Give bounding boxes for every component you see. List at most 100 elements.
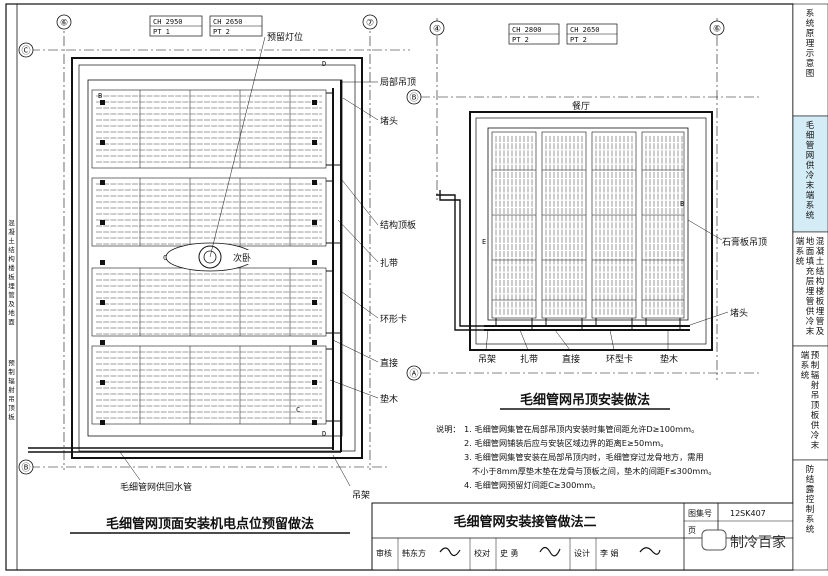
dim-label: D bbox=[322, 430, 326, 438]
leader-line bbox=[342, 97, 379, 121]
grid-bubble bbox=[18, 459, 34, 475]
side-tab-char: 凝 bbox=[816, 246, 825, 257]
side-tab-char: 制 bbox=[806, 504, 815, 515]
grid-label: ④ bbox=[433, 25, 441, 35]
left-tab-char: 板 bbox=[8, 412, 15, 421]
side-tab-char: 辐 bbox=[811, 370, 820, 381]
side-tab-char: 板 bbox=[811, 410, 820, 421]
side-tab-char: 统 bbox=[806, 18, 815, 29]
pad-marker bbox=[312, 140, 317, 145]
right-plan-title: 毛细管网吊顶安装做法 bbox=[520, 392, 650, 408]
side-tab-char: 图 bbox=[806, 69, 815, 79]
svg-text:PT 2: PT 2 bbox=[570, 36, 587, 44]
pad-marker bbox=[100, 300, 105, 305]
left-tab-char: 凝 bbox=[8, 227, 15, 236]
left-tab-char: 构 bbox=[8, 254, 15, 263]
bottom-label: 垫木 bbox=[660, 353, 678, 365]
side-tab bbox=[792, 115, 828, 233]
side-tab-char: 系 bbox=[796, 246, 805, 257]
pad-marker bbox=[100, 340, 105, 345]
design-label: 设计 bbox=[574, 548, 590, 558]
side-tab-char: 系 bbox=[806, 200, 815, 211]
grid-label: Ⓑ bbox=[21, 463, 30, 474]
pad-marker bbox=[100, 260, 105, 265]
dim-label: C bbox=[296, 406, 300, 414]
capillary-mat bbox=[91, 345, 327, 425]
left-tab-char: 预 bbox=[8, 358, 15, 367]
left-plan: ⑥ ⑦ Ⓒ Ⓑ 次卧 预留灯位 毛细管网供回水管 局部吊顶 bbox=[18, 14, 416, 534]
side-tab-char: 埋 bbox=[816, 306, 825, 317]
review-label: 审核 bbox=[376, 548, 392, 558]
designer-signature bbox=[639, 547, 661, 555]
grid-label: Ⓒ bbox=[21, 46, 30, 57]
left-tab-char: 板 bbox=[8, 272, 15, 281]
side-tab-char: 毛 bbox=[806, 120, 815, 131]
side-tab-char: 土 bbox=[816, 256, 825, 267]
svg-text:PT 1: PT 1 bbox=[153, 28, 170, 36]
left-tab-char: 管 bbox=[8, 290, 15, 299]
svg-text:CH 2800: CH 2800 bbox=[512, 26, 542, 34]
capillary-mat-group bbox=[491, 131, 685, 330]
pad-marker bbox=[100, 420, 105, 425]
side-tab-char: 结 bbox=[806, 474, 815, 485]
pad-marker bbox=[312, 180, 317, 185]
side-tab bbox=[792, 345, 828, 461]
room-label: 次卧 bbox=[233, 252, 251, 264]
side-tab-char: 意 bbox=[806, 58, 815, 69]
pad-marker bbox=[312, 300, 317, 305]
side-tab-char: 末 bbox=[811, 440, 820, 451]
side-tab-char: 层 bbox=[806, 277, 815, 287]
left-tab-char: 吊 bbox=[8, 395, 15, 403]
pad-marker bbox=[312, 380, 317, 385]
pad-marker bbox=[312, 340, 317, 345]
tie-label: 扎带 bbox=[380, 257, 398, 269]
side-tab-char: 统 bbox=[801, 370, 810, 381]
left-tab-char: 及 bbox=[8, 300, 15, 308]
chat-icon bbox=[701, 529, 727, 551]
bottom-label: 直接 bbox=[562, 353, 580, 365]
ceiling-tag-2: CH 2650 PT 2 bbox=[209, 15, 263, 37]
notes-heading: 说明： bbox=[436, 424, 461, 434]
leader-line bbox=[209, 36, 266, 258]
left-tab-char: 顶 bbox=[8, 404, 15, 412]
side-tab-char: 理 bbox=[806, 39, 815, 49]
bottom-label: 环型卡 bbox=[606, 353, 633, 365]
side-tab-char: 防 bbox=[806, 464, 815, 475]
left-tab-char: 地 bbox=[8, 308, 15, 317]
ceiling-tag-3: CH 2800 PT 2 bbox=[508, 23, 560, 45]
grid-label: Ⓐ bbox=[409, 369, 418, 380]
svg-text:制冷百家: 制冷百家 bbox=[730, 534, 786, 551]
side-tab-char: 管 bbox=[816, 316, 825, 327]
atlas-number: 12SK407 bbox=[730, 509, 766, 518]
room-label: 餐厅 bbox=[572, 100, 590, 112]
side-tab-char: 埋 bbox=[806, 286, 815, 297]
side-tab-char: 冷 bbox=[806, 316, 815, 327]
grid-bubble bbox=[56, 14, 72, 30]
slab-label: 结构顶板 bbox=[380, 219, 416, 231]
dim-label: C bbox=[163, 254, 167, 262]
side-tab-char: 细 bbox=[806, 130, 815, 141]
right-plan: ④ ⑥ Ⓑ Ⓐ CH 2800 PT 2 CH 2650 PT 2 餐厅 石膏板… bbox=[406, 18, 767, 410]
side-tab-char: 露 bbox=[806, 485, 815, 495]
side-tab-char: 混 bbox=[816, 236, 825, 247]
leader-line bbox=[119, 451, 141, 481]
hanger-label: 吊架 bbox=[352, 490, 370, 501]
capillary-mat-group bbox=[91, 89, 341, 425]
straight-label: 直接 bbox=[380, 357, 398, 369]
side-tab-char: 及 bbox=[816, 327, 825, 337]
dim-label: B bbox=[680, 200, 684, 208]
leader-line bbox=[337, 219, 379, 263]
side-tab-char: 板 bbox=[816, 296, 825, 307]
supply-pipe bbox=[439, 190, 488, 327]
grid-bubble bbox=[18, 42, 34, 58]
svg-text:PT 2: PT 2 bbox=[512, 36, 529, 44]
grid-bubble bbox=[429, 20, 445, 36]
side-tab-char: 原 bbox=[806, 29, 815, 39]
side-tab-char: 构 bbox=[816, 276, 825, 287]
leader-line bbox=[341, 291, 379, 319]
capillary-mat bbox=[91, 89, 327, 169]
pad-marker bbox=[312, 100, 317, 105]
capillary-mat bbox=[91, 177, 327, 247]
